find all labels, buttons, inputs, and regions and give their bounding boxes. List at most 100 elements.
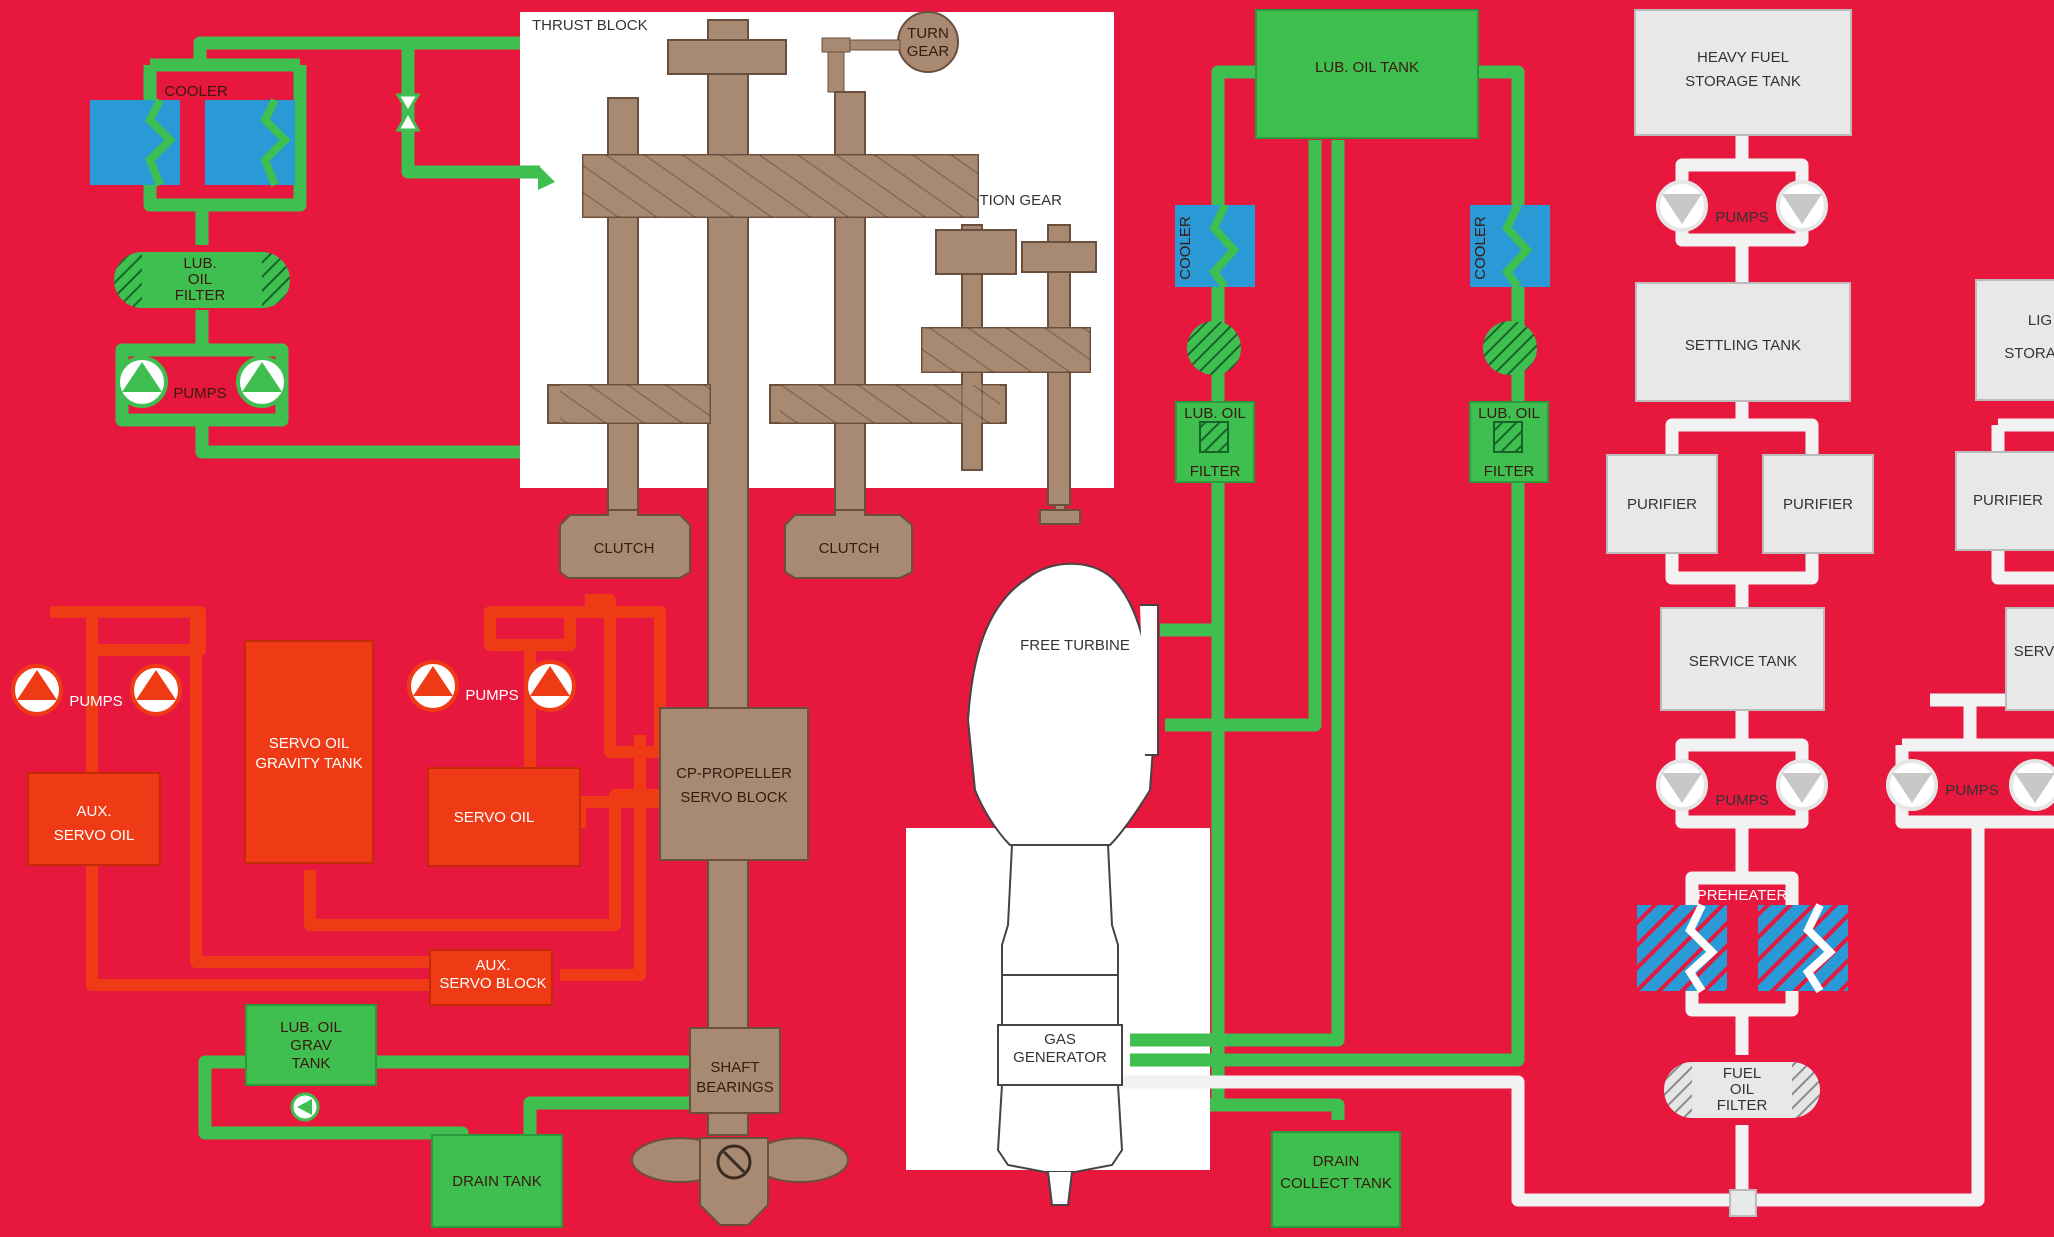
purifier-1-label: PURIFIER <box>1627 496 1697 513</box>
preheater: PREHEATER <box>1637 887 1848 994</box>
servo-pumps-left-label: PUMPS <box>69 693 122 710</box>
settling-tank-label: SETTLING TANK <box>1685 337 1801 354</box>
fuel-filter-label-3: FILTER <box>1717 1097 1768 1114</box>
fuel-filter-label-1: FUEL <box>1723 1065 1761 1082</box>
aux-servo-oil-label-1: AUX. <box>76 803 111 820</box>
cooler-3-label: COOLER <box>1472 216 1489 280</box>
lub-oil-filter-3: LUB. OIL FILTER <box>1469 401 1549 483</box>
free-turbine: FREE TURBINE <box>966 562 1159 846</box>
main-filter-label-3: FILTER <box>175 287 226 304</box>
main-cooler: COOLER <box>90 83 295 187</box>
purifier-2: PURIFIER <box>1762 454 1874 554</box>
fuel-pumps-top-label: PUMPS <box>1715 209 1768 226</box>
grav-feed-pump <box>290 1092 320 1122</box>
settling-tank: SETTLING TANK <box>1635 282 1851 402</box>
gas-generator: GAS GENERATOR <box>996 844 1124 1206</box>
clutch-right-label: CLUTCH <box>819 540 880 557</box>
fuel-pumps-mid: PUMPS <box>1656 759 1828 811</box>
servo-oil-piping <box>50 594 666 991</box>
clutch-right: CLUTCH <box>784 509 913 579</box>
main-pumps-label: PUMPS <box>173 385 226 402</box>
heavy-fuel-label-1: HEAVY FUEL <box>1697 49 1789 66</box>
servo-pumps-mid: PUMPS <box>407 660 576 712</box>
gear-mesh-right <box>780 385 1000 423</box>
main-lube-pumps: PUMPS <box>116 356 288 408</box>
cooler-2: COOLER <box>1175 203 1255 290</box>
fuel-pumps-right: PUMPS <box>1886 759 2054 811</box>
purifier-1: PURIFIER <box>1606 454 1718 554</box>
shaft-bearings: SHAFT BEARINGS <box>689 1027 781 1114</box>
strainer-3 <box>1483 321 1537 375</box>
main-filter-label-1: LUB. <box>183 255 216 272</box>
cp-propeller-servo-block: CP-PROPELLER SERVO BLOCK <box>659 707 809 861</box>
main-cooler-label: COOLER <box>164 83 228 100</box>
drain-collect-tank: DRAIN COLLECT TANK <box>1271 1131 1401 1228</box>
lube-oil-piping <box>115 36 1525 1170</box>
fuel-pumps-mid-label: PUMPS <box>1715 792 1768 809</box>
aux-servo-block-label-2: SERVO BLOCK <box>439 975 546 992</box>
light-storage-label-2: STORA <box>2004 345 2054 362</box>
filter-3-label-1: LUB. OIL <box>1478 405 1540 422</box>
fuel-pumps-right-label: PUMPS <box>1945 782 1998 799</box>
aux-servo-block-label-1: AUX. <box>475 957 510 974</box>
drain-tank-label: DRAIN TANK <box>452 1173 541 1190</box>
aux-servo-oil-tank <box>27 772 161 866</box>
servo-gravity-label-1: SERVO OIL <box>269 735 350 752</box>
servo-oil-tank <box>427 767 581 867</box>
grav-tank-label-1: LUB. OIL <box>280 1019 342 1036</box>
grav-tank-label-2: GRAV <box>290 1037 331 1054</box>
light-fuel-storage-partial: LIG STORA <box>1975 279 2054 401</box>
drain-collect-label-1: DRAIN <box>1313 1153 1360 1170</box>
lub-oil-tank: LUB. OIL TANK <box>1255 9 1479 139</box>
servo-gravity-label-2: GRAVITY TANK <box>255 755 362 772</box>
cp-servo-label-1: CP-PROPELLER <box>676 765 792 782</box>
service-tank: SERVICE TANK <box>1660 607 1825 711</box>
drain-tank: DRAIN TANK <box>431 1134 563 1228</box>
gear-mesh-left <box>560 385 710 423</box>
gear-mesh-reduction <box>922 328 1090 372</box>
serv-tank-partial: SERV <box>2005 607 2054 711</box>
gas-generator-label-2: GENERATOR <box>1013 1049 1107 1066</box>
fuel-oil-filter: FUEL OIL FILTER <box>1664 1062 1820 1118</box>
gas-generator-label-1: GAS <box>1044 1031 1076 1048</box>
fuel-junction-box <box>1729 1189 1757 1217</box>
fuel-pumps-top: PUMPS <box>1656 180 1828 232</box>
cooler-2-label: COOLER <box>1177 216 1194 280</box>
filter-2-label-2: FILTER <box>1190 463 1241 480</box>
lub-oil-grav-tank: LUB. OIL GRAV TANK <box>245 1004 377 1086</box>
heavy-fuel-label-2: STORAGE TANK <box>1685 73 1801 90</box>
clutch-left-label: CLUTCH <box>594 540 655 557</box>
clutch-left: CLUTCH <box>559 509 691 579</box>
drain-collect-label-2: COLLECT TANK <box>1280 1175 1392 1192</box>
shaft-bearings-label-2: BEARINGS <box>696 1079 774 1096</box>
gear-mesh-main <box>583 155 978 217</box>
preheater-label: PREHEATER <box>1697 887 1788 904</box>
main-lub-oil-filter: LUB. OIL FILTER <box>114 252 290 308</box>
fuel-filter-label-2: OIL <box>1730 1081 1754 1098</box>
servo-oil-gravity-tank <box>244 640 374 864</box>
cp-servo-label-2: SERVO BLOCK <box>680 789 787 806</box>
service-tank-label: SERVICE TANK <box>1689 653 1797 670</box>
thrust-block-label: THRUST BLOCK <box>532 17 648 34</box>
shaft-bearings-label-1: SHAFT <box>710 1059 759 1076</box>
bypass-valve <box>395 93 555 190</box>
heavy-fuel-storage-tank: HEAVY FUEL STORAGE TANK <box>1634 9 1852 136</box>
servo-pumps-mid-label: PUMPS <box>465 687 518 704</box>
main-filter-label-2: OIL <box>188 271 212 288</box>
light-storage-label-1: LIG <box>2028 312 2052 329</box>
strainer-2 <box>1187 321 1241 375</box>
lub-oil-tank-label: LUB. OIL TANK <box>1315 59 1419 76</box>
aux-servo-block <box>429 949 553 1006</box>
turn-gear-label-1: TURN <box>907 25 949 42</box>
cooler-3: COOLER <box>1470 203 1550 290</box>
servo-oil-label: SERVO OIL <box>454 809 535 826</box>
filter-3-label-2: FILTER <box>1484 463 1535 480</box>
purifier-3-label: PURIFIER <box>1973 492 2043 509</box>
lub-oil-filter-2: LUB. OIL FILTER <box>1175 401 1255 483</box>
filter-2-label-1: LUB. OIL <box>1184 405 1246 422</box>
purifier-3: PURIFIER <box>1955 451 2054 551</box>
aux-servo-oil-label-2: SERVO OIL <box>54 827 135 844</box>
servo-pumps-left: PUMPS <box>11 664 182 716</box>
